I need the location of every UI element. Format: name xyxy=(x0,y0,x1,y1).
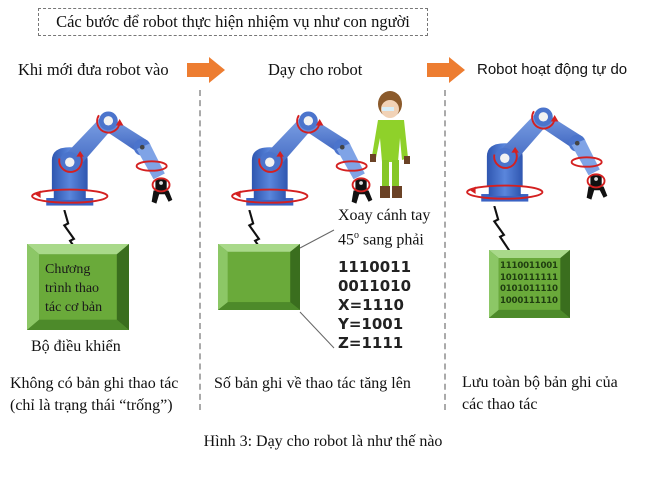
controller-text-line: tác cơ bản xyxy=(45,300,103,315)
code-line: 1110011 xyxy=(338,258,412,276)
panel-divider xyxy=(444,90,446,410)
step-arrow-icon xyxy=(187,57,225,83)
program-code: 1110011 0011010 X=1110 Y=1001 Z=1111 xyxy=(338,258,411,353)
panel-3-description: Lưu toàn bộ bản ghi của các thao tác xyxy=(462,372,618,416)
controller-text-line: trình thao xyxy=(45,281,100,296)
person-figure-icon xyxy=(370,91,410,198)
step-arrow-icon xyxy=(427,57,465,83)
instruction-degree: 45 xyxy=(338,231,354,249)
step-1-label: Khi mới đưa robot vào xyxy=(18,60,169,79)
robot-arm-icon xyxy=(466,106,609,203)
degree-symbol: o xyxy=(354,230,359,241)
step-3-label: Robot hoạt động tự do xyxy=(477,61,628,78)
instruction-line-1: Xoay cánh tay xyxy=(338,207,431,224)
binary-line: 0101011110 xyxy=(500,284,558,294)
robot-arm-icon xyxy=(31,110,174,207)
figure-caption: Hình 3: Dạy cho robot là như thế nào xyxy=(203,433,443,450)
controller-program-text: Chương trình thao tác cơ bản xyxy=(45,260,125,317)
description-line: các thao tác xyxy=(462,396,538,413)
robot-arm-icon xyxy=(231,110,374,207)
instruction-line-2: 45o sang phải xyxy=(338,226,430,250)
description-line: (chỉ là trạng thái “trống”) xyxy=(10,397,173,414)
stored-binary-records: 1110011001 1010111111 0101011110 1000111… xyxy=(500,261,558,307)
step-2-label: Dạy cho robot xyxy=(268,60,363,79)
description-line: Không có bản ghi thao tác xyxy=(10,375,179,392)
title-box xyxy=(38,8,428,36)
binary-line: 1000111110 xyxy=(500,295,558,306)
lightning-bolt-cable-icon xyxy=(493,206,513,256)
binary-line: 1110011001 xyxy=(500,261,558,271)
code-line: Y=1001 xyxy=(338,315,404,333)
description-line: Lưu toàn bộ bản ghi của xyxy=(462,374,618,391)
binary-line: 1010111111 xyxy=(500,272,558,283)
panel-divider xyxy=(199,90,201,410)
code-line: 0011010 xyxy=(338,277,412,295)
instruction-direction: sang phải xyxy=(359,231,424,249)
callout-lines xyxy=(299,229,335,349)
panel-1-description: Không có bản ghi thao tác (chỉ là trạng … xyxy=(10,373,178,417)
instruction-text: Xoay cánh tay 45o sang phải xyxy=(338,206,430,250)
diagram-title: Các bước để robot thực hiện nhiệm vụ như… xyxy=(56,12,410,31)
controller-text-line: Chương xyxy=(45,262,91,277)
controller-caption: Bộ điều khiển xyxy=(31,338,121,355)
controller-box xyxy=(218,244,300,310)
code-line: X=1110 xyxy=(338,296,404,314)
code-line: Z=1111 xyxy=(338,334,404,352)
panel-2-description: Số bản ghi về thao tác tăng lên xyxy=(214,375,411,392)
